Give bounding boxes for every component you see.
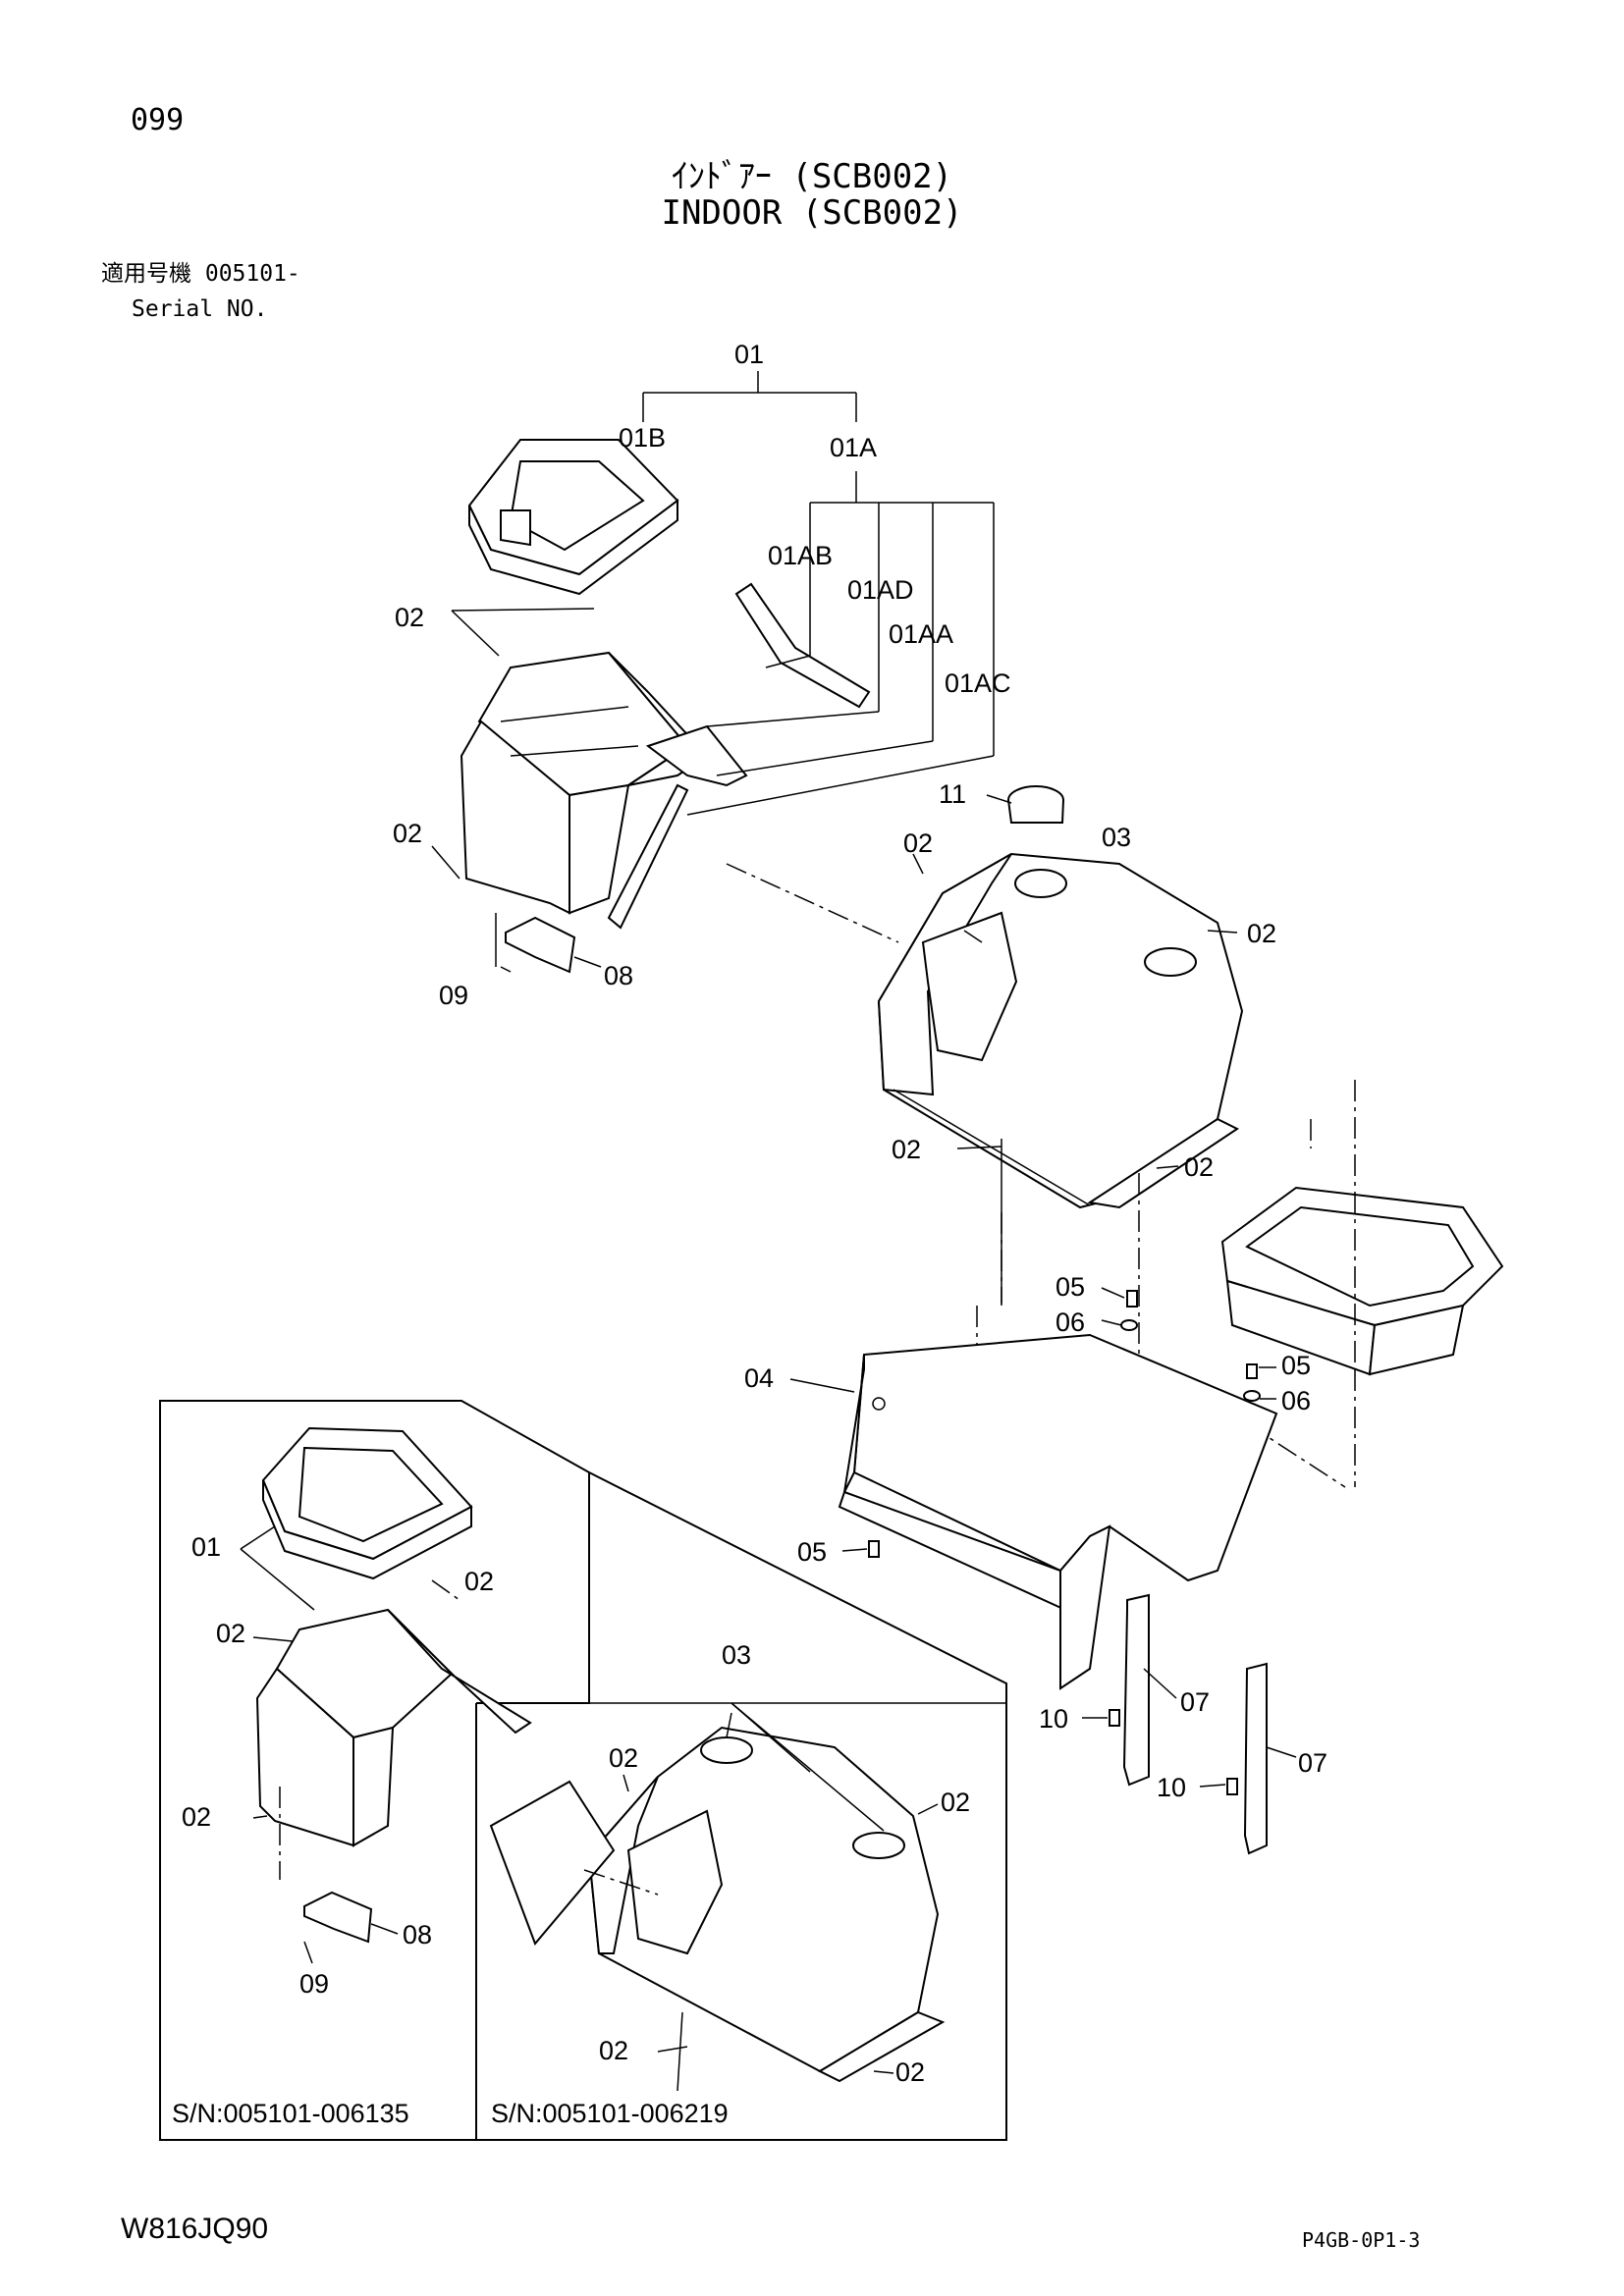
part-01AB-strip — [734, 582, 871, 709]
callout-06-a: 06 — [1056, 1308, 1085, 1337]
inset-callout-02-e: 02 — [941, 1788, 970, 1817]
part-01B-lid — [467, 439, 679, 596]
callout-01: 01 — [734, 340, 764, 369]
inset-callout-02-b: 02 — [216, 1619, 245, 1648]
footer-drawing-code: W816JQ90 — [121, 2213, 269, 2245]
callout-01A: 01A — [830, 433, 877, 462]
callout-01B: 01B — [619, 423, 666, 453]
inset-callout-09: 09 — [299, 1969, 329, 1999]
part-11-cap — [986, 785, 1064, 824]
callout-01AB: 01AB — [768, 541, 833, 570]
footer-page-code: P4GB-0P1-3 — [1302, 2228, 1421, 2252]
part-01AC-strip — [607, 783, 689, 930]
part-03-main-cover — [877, 852, 1244, 1209]
inset-callout-02-f: 02 — [599, 2036, 628, 2065]
inset-part-flap — [489, 1780, 659, 1946]
callout-02-d: 02 — [1247, 919, 1276, 948]
inset-callout-02-g: 02 — [895, 2057, 925, 2087]
callout-05-c: 05 — [797, 1537, 827, 1567]
part-08-bracket — [495, 913, 602, 974]
callout-07-a: 07 — [1180, 1687, 1210, 1717]
callout-10-a: 10 — [1039, 1704, 1068, 1734]
part-07-legs — [1082, 1593, 1297, 1855]
callout-09: 09 — [439, 981, 468, 1010]
part-tray — [1220, 1186, 1504, 1376]
inset-serial-right: S/N:005101-006219 — [491, 2099, 729, 2128]
callout-05-a: 05 — [1056, 1272, 1085, 1302]
callout-02-c: 02 — [903, 828, 933, 858]
serial-label-japanese: 適用号機 005101- — [101, 261, 300, 287]
callout-05-b: 05 — [1281, 1351, 1311, 1380]
inset-callout-03: 03 — [722, 1640, 751, 1670]
callout-06-b: 06 — [1281, 1386, 1311, 1415]
page-title-japanese: ｲﾝﾄﾞｱｰ (SCB002) — [671, 157, 953, 196]
inset-part-01-console — [255, 1608, 532, 1847]
callout-02-e: 02 — [892, 1135, 921, 1164]
callout-04: 04 — [744, 1363, 774, 1393]
callout-02-f: 02 — [1184, 1152, 1214, 1182]
callout-08: 08 — [604, 961, 633, 990]
inset-serial-left: S/N:005101-006135 — [172, 2099, 409, 2128]
part-05-06-bolts — [841, 1287, 1276, 1558]
inset-part-03-cover — [587, 1702, 946, 2083]
part-04-floor-plate — [789, 1333, 1278, 1690]
part-01A-console-box — [460, 651, 748, 915]
page-title-english: INDOOR (SCB002) — [661, 193, 963, 233]
page-number: 099 — [131, 103, 185, 137]
serial-label-english: Serial NO. — [132, 296, 268, 322]
inset-callout-02-d: 02 — [609, 1743, 638, 1773]
callout-03: 03 — [1102, 823, 1131, 852]
inset-callout-01: 01 — [191, 1532, 221, 1562]
callout-01AC: 01AC — [945, 668, 1011, 698]
inset-callout-02-c: 02 — [182, 1802, 211, 1832]
callout-02-b: 02 — [393, 819, 422, 848]
callout-11: 11 — [939, 779, 966, 809]
inset-part-01-lid — [261, 1426, 473, 1580]
inset-part-08-bracket — [303, 1891, 399, 1964]
inset-callout-08: 08 — [403, 1920, 432, 1949]
callout-10-b: 10 — [1157, 1773, 1186, 1802]
part-01-tree — [642, 371, 995, 663]
callout-labels: 01 01B 01A 01AB 01AD 01AA 01AC 02 02 11 … — [393, 340, 1327, 1802]
inset-callout-02-a: 02 — [464, 1567, 494, 1596]
callout-07-b: 07 — [1298, 1748, 1327, 1778]
callout-02-a: 02 — [395, 603, 424, 632]
callout-01AD: 01AD — [847, 575, 914, 605]
inset-callout-labels: 01 02 02 02 08 09 03 02 02 02 02 S/N:005… — [172, 1532, 970, 2128]
callout-01AA: 01AA — [889, 619, 953, 649]
inset-panel-frame — [159, 1400, 1007, 2141]
